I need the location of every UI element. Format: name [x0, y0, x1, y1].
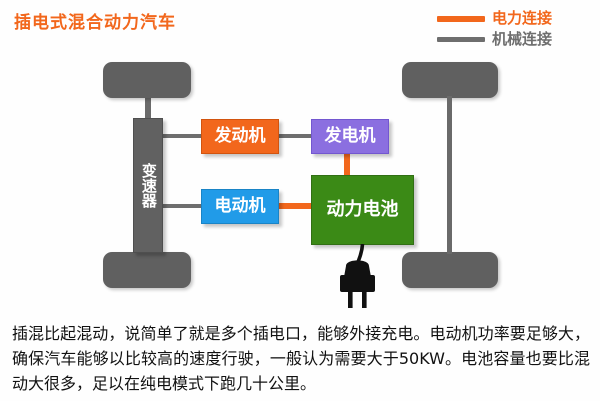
legend-item-electrical-label: 电力连接 — [492, 9, 553, 27]
block-motor[interactable]: 电动机 — [201, 189, 279, 224]
description-text: 插混比起混动，说简单了就是多个插电口，能够外接充电。电动机功率要足够大，确保汽车… — [12, 324, 590, 393]
block-battery-label: 动力电池 — [326, 198, 399, 220]
legend-item-mechanical-label: 机械连接 — [492, 30, 553, 48]
wheel-rear-left — [103, 252, 191, 288]
block-generator[interactable]: 发电机 — [311, 119, 389, 154]
mechanical-line-swatch-icon — [437, 37, 485, 42]
wheel-front-right — [402, 62, 498, 98]
wheel-front-left — [103, 62, 191, 98]
block-motor-label: 电动机 — [214, 195, 266, 216]
wheel-rear-right — [402, 252, 498, 288]
connector-motor-battery — [277, 203, 313, 209]
page-title: 插电式混合动力汽车 — [14, 13, 176, 33]
rear-axle-shaft — [447, 96, 452, 254]
legend: 电力连接 机械连接 — [437, 8, 552, 50]
power-plug-icon — [340, 244, 375, 308]
connector-generator-battery — [344, 152, 350, 178]
block-engine-label: 发动机 — [214, 125, 266, 146]
block-engine[interactable]: 发动机 — [201, 119, 279, 154]
block-transmission-label: 变速器 — [139, 163, 158, 208]
legend-item-electrical: 电力连接 — [437, 8, 552, 29]
connector-transmission-engine — [161, 134, 203, 138]
connector-transmission-motor — [161, 204, 203, 208]
block-transmission[interactable]: 变速器 — [133, 118, 163, 253]
electrical-line-swatch-icon — [437, 15, 485, 22]
front-axle-upper-shaft — [145, 96, 151, 122]
block-generator-label: 发电机 — [324, 125, 376, 146]
connector-engine-generator — [277, 134, 313, 138]
legend-item-mechanical: 机械连接 — [437, 29, 552, 50]
block-battery[interactable]: 动力电池 — [311, 175, 414, 245]
